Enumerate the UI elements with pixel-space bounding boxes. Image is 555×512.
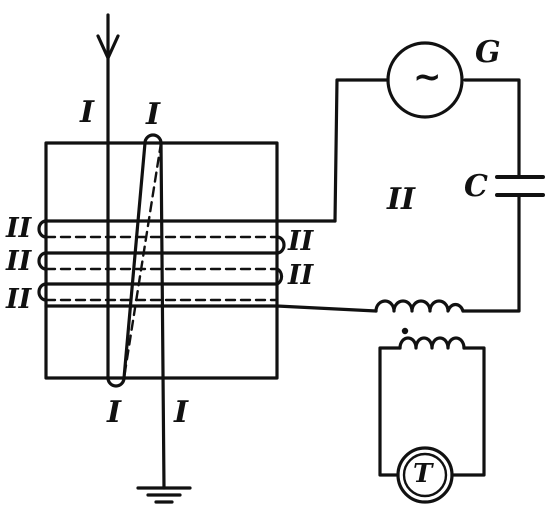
coil-label-left-2: II xyxy=(6,246,32,277)
coil-label-left-1: II xyxy=(6,213,32,244)
coil-label-right-2: II xyxy=(288,260,314,291)
ground-icon xyxy=(136,486,192,504)
antenna-label-right-top: I xyxy=(146,97,161,132)
telephone-symbol-icon: T xyxy=(413,459,433,489)
winding-i-top-turn xyxy=(143,133,163,145)
winding-i-hidden xyxy=(122,141,163,380)
secondary-coil xyxy=(398,336,466,350)
telephone-outer xyxy=(396,446,454,504)
secondary-wire-left xyxy=(378,346,402,477)
coil-label-right-1: II xyxy=(288,226,314,257)
generator-label: G xyxy=(475,35,501,70)
coil-label-left-3: II xyxy=(6,284,32,315)
antenna-label-right-bottom: I xyxy=(174,395,189,430)
circuit-ii-wire-lower xyxy=(275,304,378,313)
incoming-arrow-icon xyxy=(96,34,120,60)
antenna-label-left-bottom: I xyxy=(107,395,122,430)
capacitor-label: C xyxy=(464,169,488,204)
circuit-ii-wire-upper xyxy=(333,78,390,223)
generator-symbol-icon: ~ xyxy=(413,57,442,97)
secondary-wire-right xyxy=(450,346,486,477)
winding-ii xyxy=(37,219,337,308)
coupling-dot xyxy=(401,327,409,335)
generator-circle xyxy=(386,41,464,119)
winding-i-down-lead xyxy=(159,141,166,490)
circuit-ii-label: II xyxy=(387,182,416,217)
antenna-label-left-top: I xyxy=(80,95,95,130)
primary-coil xyxy=(374,299,465,313)
circuit-ii-wire-cap-to-coil xyxy=(461,193,521,313)
telephone-inner xyxy=(402,452,448,498)
winding-i-solid xyxy=(106,141,147,388)
circuit-ii-wire-generator-to-cap xyxy=(463,78,521,179)
